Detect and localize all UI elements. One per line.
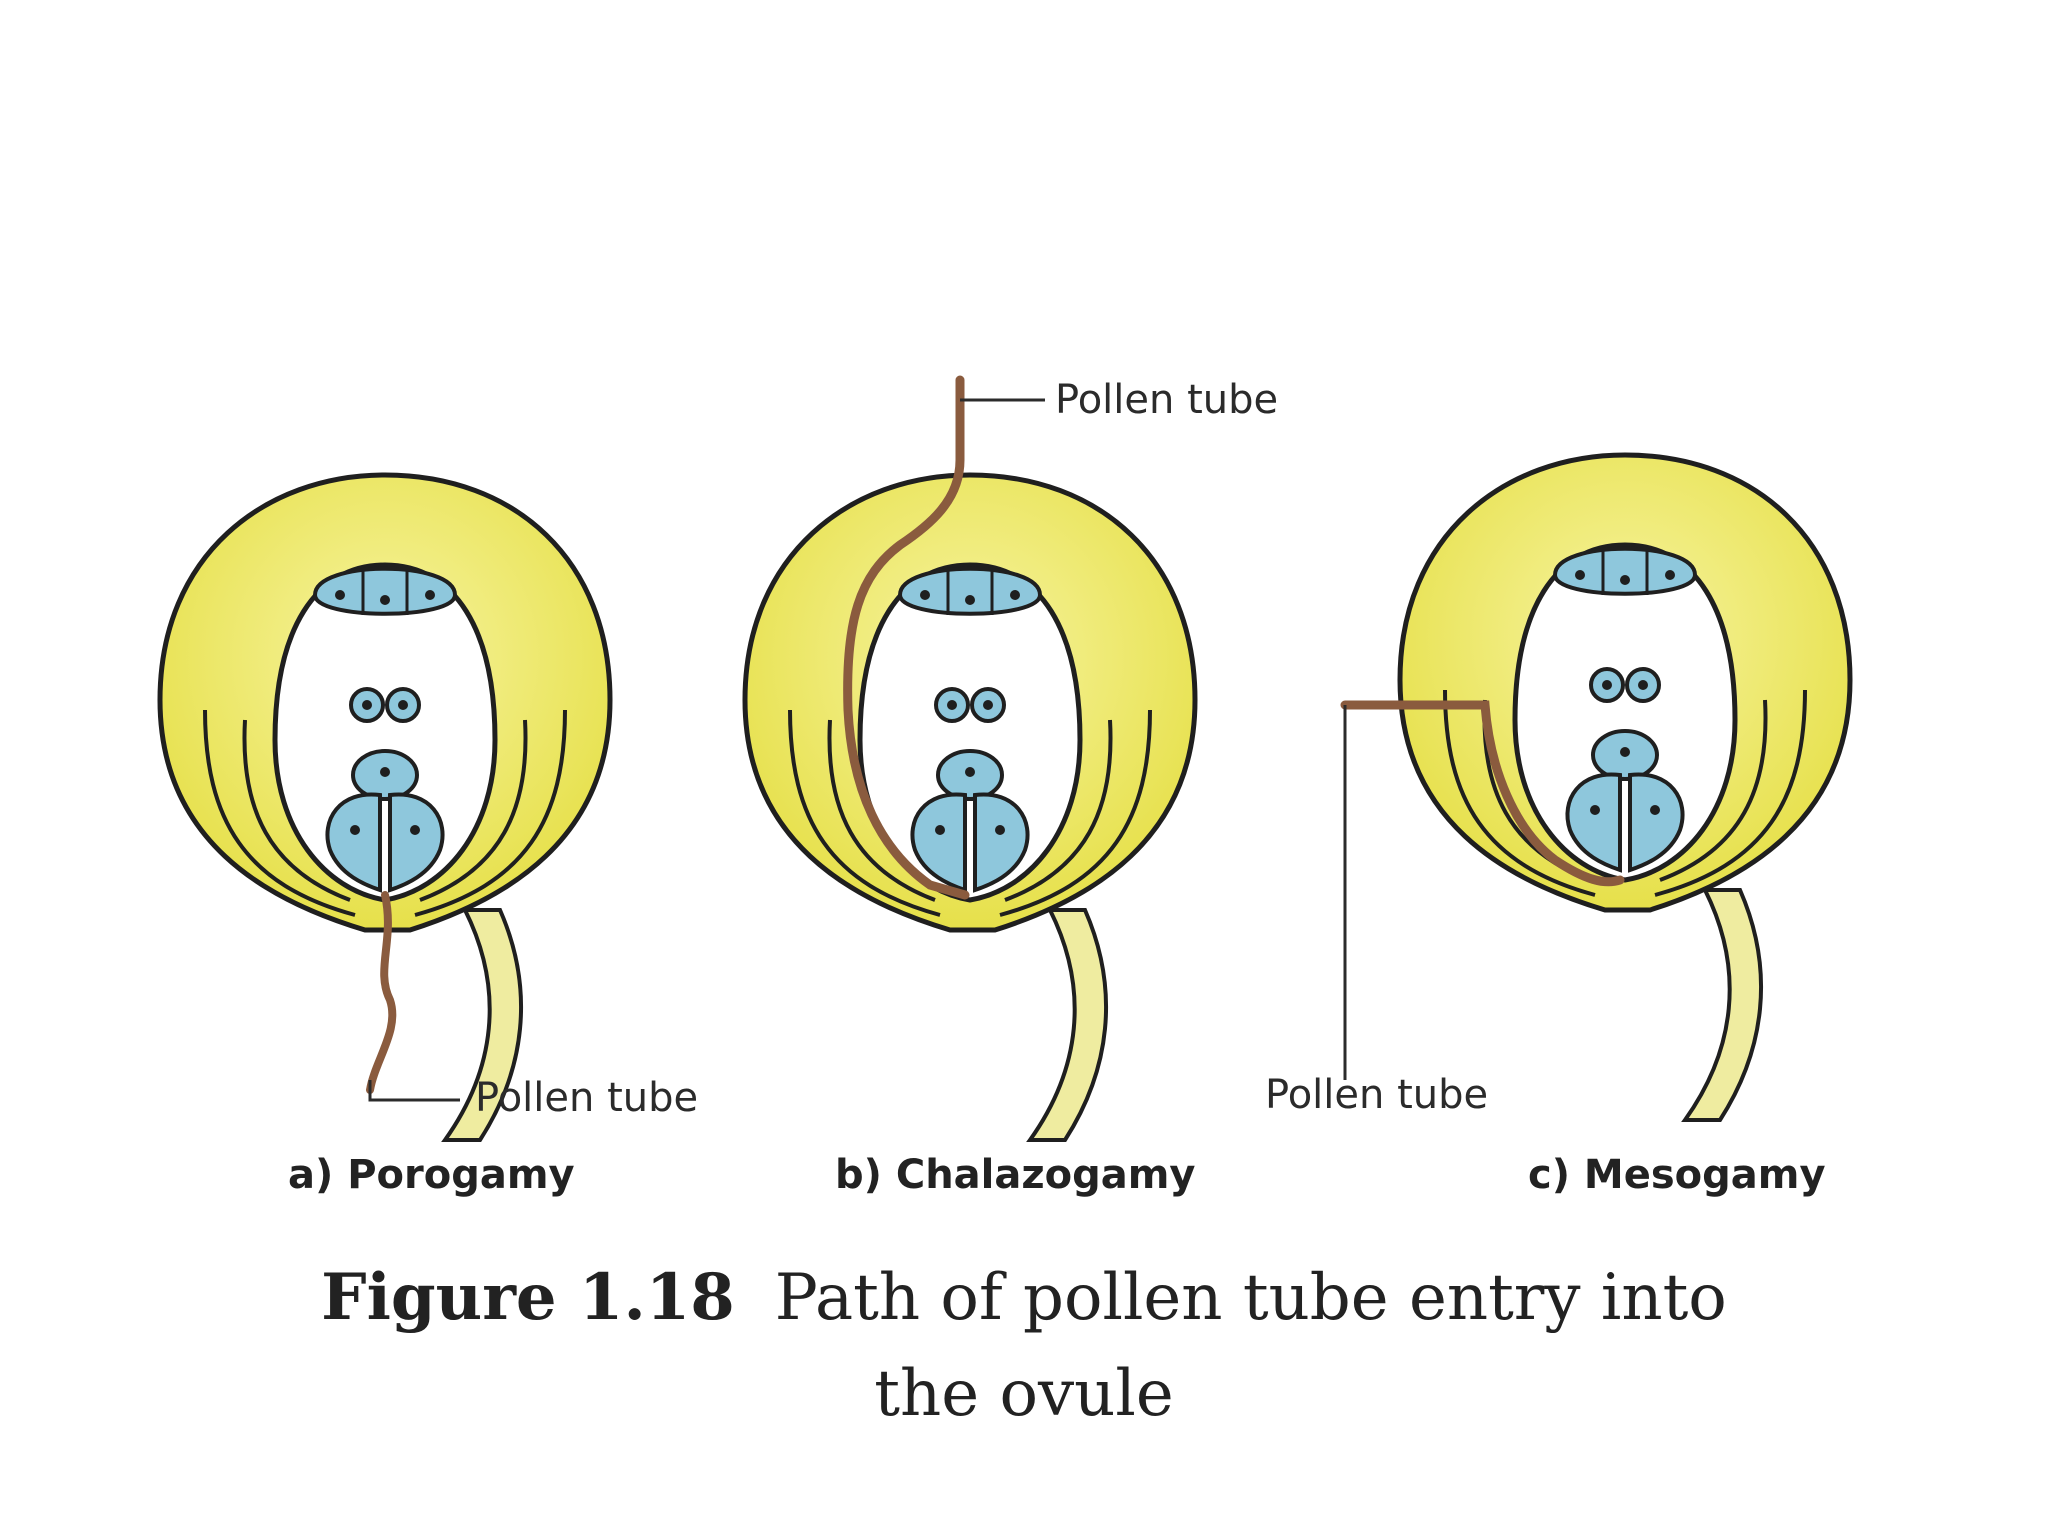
caption-porogamy: a) Porogamy xyxy=(288,1152,575,1198)
pollen-tube-label-c: Pollen tube xyxy=(1265,1072,1489,1118)
ovule-chalazogamy xyxy=(745,375,1195,1140)
figure-caption-line2: the ovule xyxy=(874,1357,1174,1431)
caption-mesogamy: c) Mesogamy xyxy=(1528,1152,1826,1198)
pollen-tube-label-a: Pollen tube xyxy=(475,1075,699,1121)
pollen-tube-porogamy xyxy=(366,891,397,1094)
pollen-tube-mesogamy xyxy=(1340,700,1625,887)
pollen-tube-chalazogamy xyxy=(843,375,970,900)
ovule-mesogamy xyxy=(1340,455,1850,1120)
figure-caption-line1: Figure 1.18 Path of pollen tube entry int… xyxy=(0,1250,2048,1346)
figure-caption: Figure 1.18 Path of pollen tube entry int… xyxy=(0,1250,2048,1442)
pollen-tube-label-b: Pollen tube xyxy=(1055,377,1279,423)
caption-chalazogamy: b) Chalazogamy xyxy=(835,1152,1196,1198)
figure-caption-text1: Path of pollen tube entry into xyxy=(774,1261,1727,1335)
ovule-porogamy xyxy=(160,475,610,1140)
leader-line-a xyxy=(368,1080,460,1102)
figure-number: Figure 1.18 xyxy=(321,1260,735,1335)
